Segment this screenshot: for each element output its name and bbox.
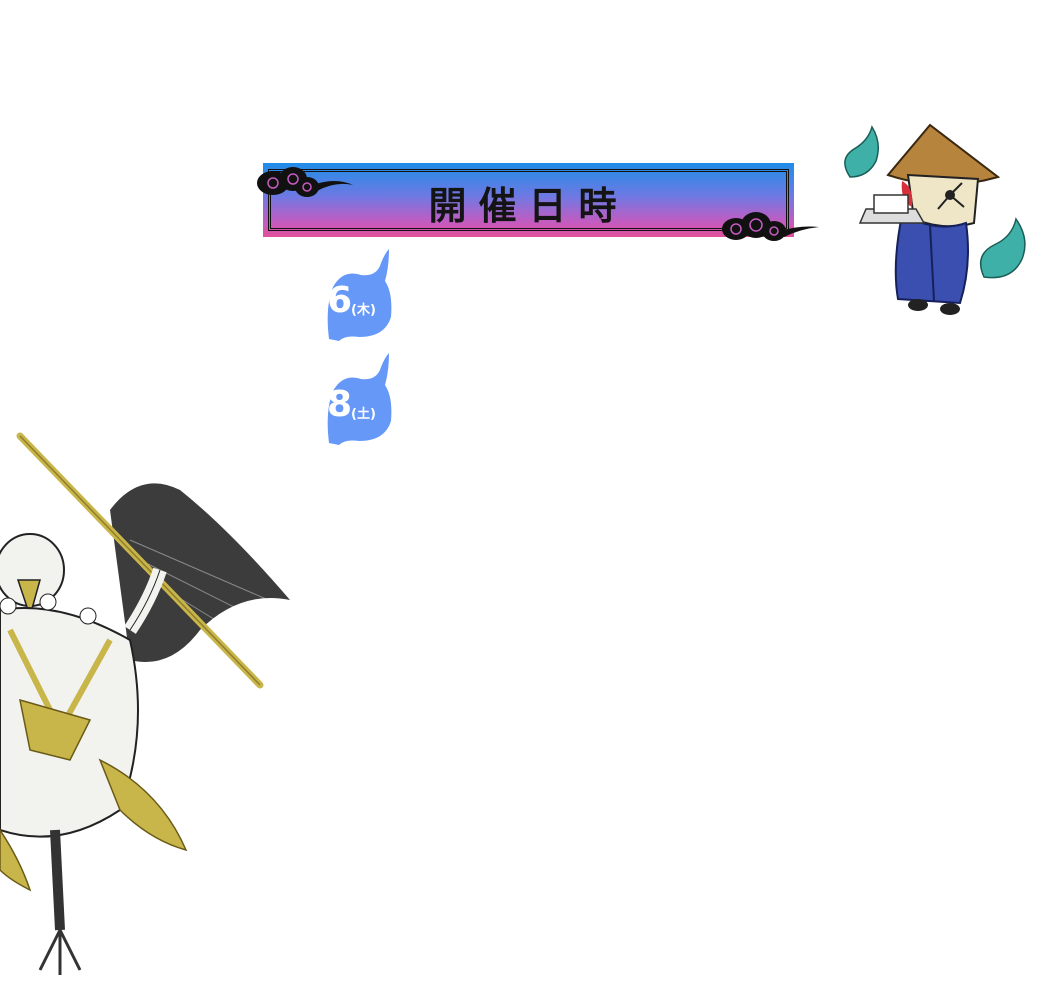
tengu-warrior-illustration (0, 432, 290, 975)
date-weekday: (土) (351, 407, 376, 422)
date-day: 6 (327, 280, 353, 321)
cloud-ornament-left-icon (257, 167, 353, 197)
tofu-monk-yokai-illustration (844, 123, 1026, 315)
date-weekday: (木) (351, 303, 376, 318)
hitodama-flame-icon (327, 249, 392, 341)
date-item-2: 8 (土) (325, 351, 405, 446)
section-title: 開催日時 (428, 183, 629, 228)
banner-frame (268, 169, 789, 231)
cloud-ornament-right-icon (722, 212, 819, 241)
hitodama-flame-icon (327, 353, 392, 445)
date-day: 8 (327, 384, 353, 425)
date-item-1: 6 (木) (325, 247, 405, 342)
section-banner: 開催日時 (263, 163, 794, 237)
